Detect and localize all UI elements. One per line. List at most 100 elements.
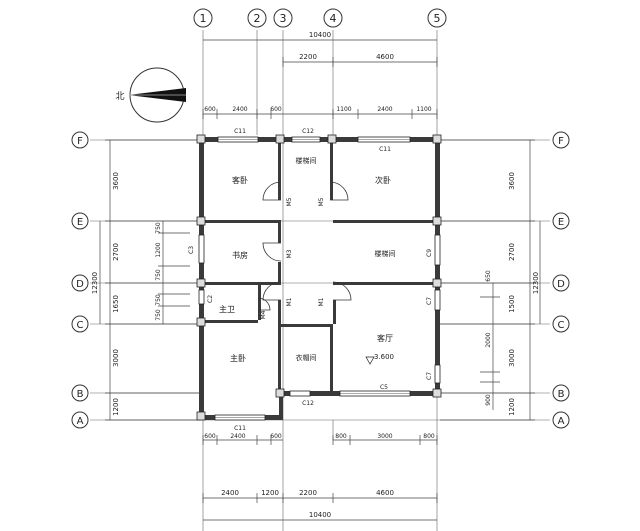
top-seg-5-text: 2400 <box>377 106 392 113</box>
room-stair: 楼梯间 <box>296 156 317 165</box>
wall-e-left <box>201 220 281 223</box>
axis-label-E-left: E <box>77 217 83 228</box>
axis-bubbles-sides: F E D C B A F E D C B A <box>71 131 570 429</box>
column <box>196 278 206 288</box>
column <box>275 134 285 144</box>
right-inner-1-text: 650 <box>485 270 492 282</box>
level-mark: 3.600 <box>374 353 394 361</box>
column <box>275 388 285 398</box>
door-m5-left <box>262 181 282 201</box>
level-triangle-icon <box>365 356 375 365</box>
label-c3: C3 <box>188 246 195 254</box>
wall-corridor-right <box>333 300 336 324</box>
wall-stair-right-top <box>330 140 333 200</box>
left-dimensions: 3600 2700 1650 3000 1200 12300 750 1200 … <box>91 139 200 421</box>
room-storage: 衣帽间 <box>296 353 317 362</box>
top-seg-2-text: 2400 <box>232 106 247 113</box>
wall-toilet-right <box>258 284 261 320</box>
axis-bubble-4 <box>323 8 343 28</box>
label-c11-top: C11 <box>234 128 246 135</box>
right-inner-3-text: 900 <box>485 394 492 406</box>
label-c5: C5 <box>380 384 388 391</box>
axis-label-2: 2 <box>254 12 261 25</box>
room-corridor: 楼梯间 <box>375 249 396 258</box>
axis-bubble-E-right <box>552 212 570 230</box>
label-m5-right: M5 <box>318 197 325 206</box>
column <box>432 388 442 398</box>
top-mid-a-text: 2200 <box>299 53 317 61</box>
room-study: 书房 <box>232 250 248 260</box>
axis-label-D-right: D <box>557 279 565 290</box>
window-c7b <box>434 364 441 384</box>
axis-label-A-right: A <box>558 416 565 427</box>
axis-bubble-F-right <box>552 131 570 149</box>
top-seg-4-text: 1100 <box>336 106 351 113</box>
axis-label-B-right: B <box>558 389 565 400</box>
axis-bubble-D-right <box>552 274 570 292</box>
column <box>432 278 442 288</box>
column <box>432 216 442 226</box>
right-inner-2-text: 2000 <box>485 332 492 347</box>
axis-label-E-right: E <box>558 217 564 228</box>
top-seg-1-text: 600 <box>204 106 216 113</box>
bottom-mid-3-text: 2200 <box>299 489 317 497</box>
north-label: 北 <box>115 91 124 102</box>
wall-study-right-a <box>278 223 281 243</box>
column <box>196 216 206 226</box>
right-2-text: 2700 <box>508 243 516 261</box>
axis-label-C-left: C <box>77 320 84 331</box>
bottom-seg-5-text: 3000 <box>377 433 392 440</box>
wall-master-right <box>278 300 281 395</box>
axis-bubble-F-left <box>71 131 89 149</box>
axis-label-D-left: D <box>76 279 84 290</box>
bottom-dimensions: 600 2400 600 800 3000 800 2400 1200 2200… <box>202 433 438 521</box>
right-5-text: 1200 <box>508 398 516 416</box>
column <box>196 411 206 421</box>
door-m1-right <box>332 281 352 301</box>
bottom-seg-4-text: 800 <box>335 433 347 440</box>
bottom-total-text: 10400 <box>309 511 331 519</box>
bottom-mid-4-text: 4600 <box>376 489 394 497</box>
axis-label-1: 1 <box>200 12 207 25</box>
bottom-mid-2-text: 1200 <box>261 489 279 497</box>
right-4-text: 3000 <box>508 349 516 367</box>
axis-bubble-3 <box>273 8 293 28</box>
label-m3: M3 <box>286 249 293 258</box>
wall-e-right <box>333 220 437 223</box>
left-inner-5-text: 750 <box>155 309 162 321</box>
axis-label-5: 5 <box>434 12 441 25</box>
opening-labels: C11 C12 C11 C3 C2 C9 C7 C7 C5 C12 C11 M5… <box>188 128 433 432</box>
axis-bubble-2 <box>247 8 267 28</box>
room-bedroom: 次卧 <box>375 175 391 185</box>
axis-label-3: 3 <box>280 12 287 25</box>
bottom-seg-3-text: 600 <box>270 433 282 440</box>
label-c7b: C7 <box>426 372 433 380</box>
left-inner-1-text: 750 <box>155 222 162 234</box>
axis-label-F-right: F <box>558 136 564 147</box>
label-c9: C9 <box>426 249 433 257</box>
right-dimensions: 3600 2700 1500 3000 1200 12300 650 2000 … <box>440 139 541 421</box>
left-4-text: 3000 <box>112 349 120 367</box>
right-total-text: 12300 <box>532 272 540 294</box>
top-mid-b-text: 4600 <box>376 53 394 61</box>
label-c7a: C7 <box>426 297 433 305</box>
bottom-mid-1-text: 2400 <box>221 489 239 497</box>
wall-west <box>199 137 204 420</box>
door-m3 <box>262 242 282 262</box>
wall-d-right <box>333 282 437 285</box>
window-c7a <box>434 289 441 311</box>
wall-storage-right <box>330 324 333 394</box>
windows <box>198 136 441 421</box>
axis-bubbles-top: 1 2 3 4 5 <box>193 8 447 28</box>
axis-bubble-1 <box>193 8 213 28</box>
bottom-seg-6-text: 800 <box>423 433 435 440</box>
top-seg-3-text: 600 <box>270 106 282 113</box>
window-c2 <box>198 289 205 305</box>
wall-toilet-bottom <box>201 320 258 323</box>
left-inner-3-text: 750 <box>155 269 162 281</box>
room-labels: 客卧 楼梯间 次卧 书房 楼梯间 主卫 主卧 衣帽间 客厅 3.600 <box>219 156 396 365</box>
label-c2: C2 <box>207 295 214 303</box>
wall-storage-top <box>281 324 333 327</box>
room-main-toilet: 主卫 <box>219 304 235 314</box>
